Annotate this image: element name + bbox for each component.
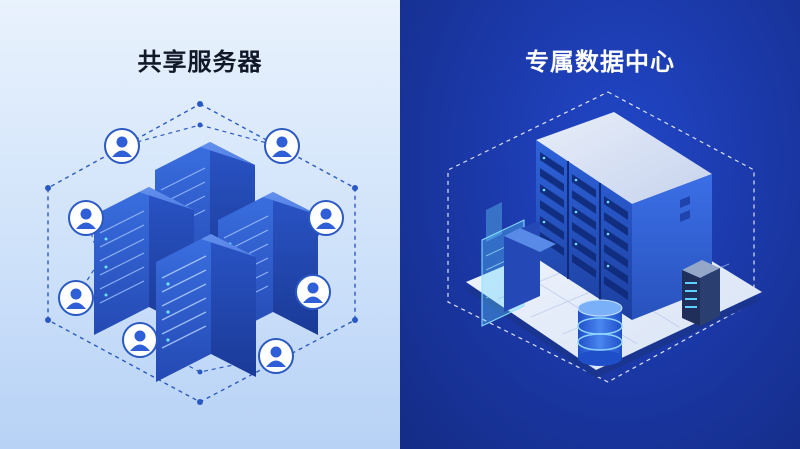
server-rack-icon (682, 260, 720, 326)
user-icon (104, 128, 140, 164)
shared-server-panel: 共享服务器 (0, 0, 400, 449)
dedicated-datacenter-panel: 专属数据中心 (400, 0, 800, 449)
dedicated-datacenter-title: 专属数据中心 (525, 48, 675, 76)
server-rack-icon (536, 112, 712, 320)
shared-server-illustration (45, 101, 358, 405)
user-icon (122, 322, 158, 358)
user-icon (258, 338, 294, 374)
datacenter-illustration (447, 91, 762, 383)
database-cylinder-icon (577, 299, 623, 366)
holographic-display (481, 202, 556, 327)
user-icon (58, 280, 94, 316)
user-icon (295, 274, 331, 310)
user-icon (308, 200, 344, 236)
shared-server-title: 共享服务器 (137, 48, 263, 76)
datacenter-outline (447, 91, 755, 383)
server-rack-icon (94, 187, 194, 335)
user-icons (58, 128, 344, 374)
user-icon (68, 200, 104, 236)
server-rack-icon (156, 234, 256, 382)
user-icon (264, 128, 300, 164)
